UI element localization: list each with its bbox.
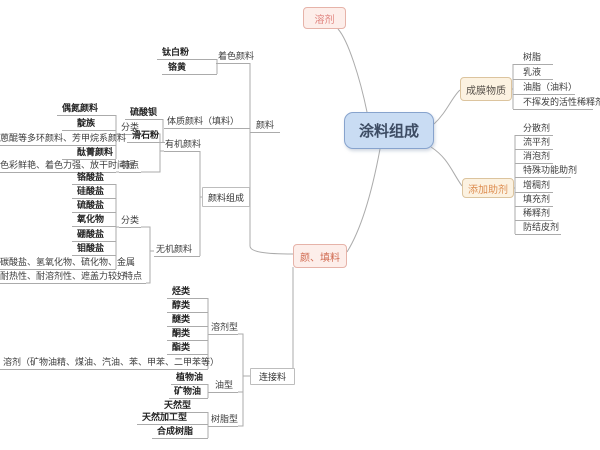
topic-pigment_filler-pigment-composition-organic-categories-2[interactable]: 蒽醌等多环颜料、芳甲烷系颜料 [0,133,127,143]
node-pigment-composition-label: 颜料组成 [207,192,244,203]
topic-pigment_filler-pigment-composition-organic-label[interactable]: 有机颜料 [165,139,202,149]
topic-pigment_filler-binder-oil_type-items-1[interactable]: 矿物油 [174,386,202,396]
topic-pigment_filler-pigment-composition-inorganic-categories-5[interactable]: 钼酸盐 [77,243,105,253]
branch-additives[interactable]: 添加助剂 [462,178,514,198]
topic-pigment_filler-pigment-composition-inorganic-categories-2[interactable]: 硫酸盐 [77,200,105,210]
topic-pigment_filler-pigment-composition-organic-categories-0[interactable]: 偶氮颜料 [62,103,99,113]
root-topic-label: 涂料组成 [358,124,419,140]
topic-pigment_filler-pigment-composition-organic-categories-1[interactable]: 靛族 [77,118,96,128]
topic-pigment_filler-pigment-composition-inorganic-feature_label[interactable]: 特点 [124,271,143,281]
connector [512,64,514,109]
topic-pigment_filler-pigment-composition-inorganic-categories-6[interactable]: 碳酸盐、氢氧化物、硫化物、金属 [0,257,136,267]
connector [433,89,461,125]
branch-additives-label: 添加助剂 [468,184,508,196]
topic-pigment_filler-binder-resin_type-items-2[interactable]: 合成树脂 [157,426,194,436]
topic-additive-items-0[interactable]: 分散剂 [523,123,551,133]
topic-pigment_filler-pigment-composition-inorganic-categories-0[interactable]: 铬酸盐 [77,172,105,182]
topic-pigment_filler-binder-solvent_type-items-1[interactable]: 醇类 [172,300,191,310]
branch-pigment-filler[interactable]: 颜、填料 [293,244,347,268]
topic-film-items-0[interactable]: 树脂 [523,52,542,62]
topic-pigment_filler-binder-resin_type-items-1[interactable]: 天然加工型 [142,412,188,422]
branch-pigment-filler-label: 颜、填料 [300,252,340,264]
topic-pigment_filler-binder-solvent_type-items-4[interactable]: 酯类 [172,342,191,352]
topic-pigment_filler-pigment-composition-organic-category_label[interactable]: 分类 [121,122,140,132]
topic-additive-items-3[interactable]: 特殊功能助剂 [523,165,578,175]
topic-pigment_filler-binder-resin_type-items-0[interactable]: 天然型 [164,400,192,410]
branch-solvent[interactable]: 溶剂 [303,7,346,29]
branch-film-forming-label: 成膜物质 [466,85,506,97]
topic-film-items-1[interactable]: 乳液 [523,67,542,77]
topic-pigment_filler-pigment-composition-organic-categories-3[interactable]: 酞菁颜料 [77,147,114,157]
topic-pigment_filler-pigment-composition-inorganic-features[interactable]: 耐热性、耐溶剂性、遮盖力较好 [0,271,127,281]
connector [249,63,294,255]
connector [346,148,381,253]
topic-additive-items-7[interactable]: 防结皮剂 [523,222,560,232]
connector [430,146,463,187]
topic-film-items-3[interactable]: 不挥发的活性稀释剂 [523,97,600,107]
topic-pigment_filler-binder-solvent_type-items-2[interactable]: 醚类 [172,314,191,324]
topic-pigment_filler-binder-solvent_type-items-5[interactable]: 溶剂（矿物油精、煤油、汽油、苯、甲苯、二甲苯等） [3,357,220,367]
topic-pigment_filler-pigment-extender-items-0[interactable]: 硫酸钡 [130,107,158,117]
branch-solvent-label: 溶剂 [314,14,335,26]
node-binder[interactable]: 连接料 [250,368,295,385]
topic-pigment_filler-binder-solvent_type-label[interactable]: 溶剂型 [211,322,239,332]
topic-additive-items-4[interactable]: 增稠剂 [523,180,551,190]
topic-pigment_filler-binder-resin_type-label[interactable]: 树脂型 [211,414,239,424]
topic-pigment_filler-binder-solvent_type-items-0[interactable]: 烃类 [172,286,191,296]
topic-pigment_filler-pigment-coloring-items-0[interactable]: 钛白粉 [162,47,190,57]
node-pigment-composition[interactable]: 颜料组成 [202,187,250,207]
topic-pigment_filler-binder-oil_type-items-0[interactable]: 植物油 [176,372,204,382]
topic-additive-items-5[interactable]: 填充剂 [523,194,551,204]
branch-film-forming[interactable]: 成膜物质 [460,77,512,101]
connector [238,333,244,427]
connector [337,28,368,113]
topic-additive-items-1[interactable]: 流平剂 [523,137,551,147]
topic-pigment_filler-binder-oil_type-label[interactable]: 油型 [215,380,234,390]
topic-pigment_filler-pigment-composition-inorganic-category_label[interactable]: 分类 [121,215,140,225]
topic-pigment_filler-pigment-composition-inorganic-categories-3[interactable]: 氧化物 [77,214,105,224]
topic-pigment_filler-pigment-composition-inorganic-categories-4[interactable]: 硼酸盐 [77,229,105,239]
topic-additive-items-2[interactable]: 消泡剂 [523,151,551,161]
connector [514,135,516,234]
topic-pigment_filler-pigment-composition-organic-feature_label[interactable]: 特点 [121,160,140,170]
topic-additive-items-6[interactable]: 稀释剂 [523,208,551,218]
topic-pigment_filler-pigment-coloring-label[interactable]: 着色颜料 [218,51,255,61]
topic-pigment_filler-pigment-coloring-items-1[interactable]: 铬黄 [168,62,187,72]
topic-film-items-2[interactable]: 油脂（油料） [523,82,578,92]
topic-pigment_filler-pigment-label[interactable]: 颜料 [256,120,275,130]
topic-pigment_filler-pigment-composition-organic-features[interactable]: 色彩鲜艳、着色力强、放干时间短 [0,160,136,170]
topic-pigment_filler-pigment-extender-label[interactable]: 体质颜料（填料） [167,116,240,126]
node-binder-label: 连接料 [258,372,286,382]
topic-pigment_filler-binder-solvent_type-items-3[interactable]: 酮类 [172,328,191,338]
root-topic[interactable]: 涂料组成 [344,112,434,149]
connector [141,133,161,173]
connector [141,226,151,284]
topic-pigment_filler-pigment-extender-items-1[interactable]: 滑石粉 [132,130,160,140]
topic-pigment_filler-pigment-composition-inorganic-categories-1[interactable]: 硅酸盐 [77,186,105,196]
topic-pigment_filler-pigment-composition-inorganic-label[interactable]: 无机颜料 [156,244,193,254]
